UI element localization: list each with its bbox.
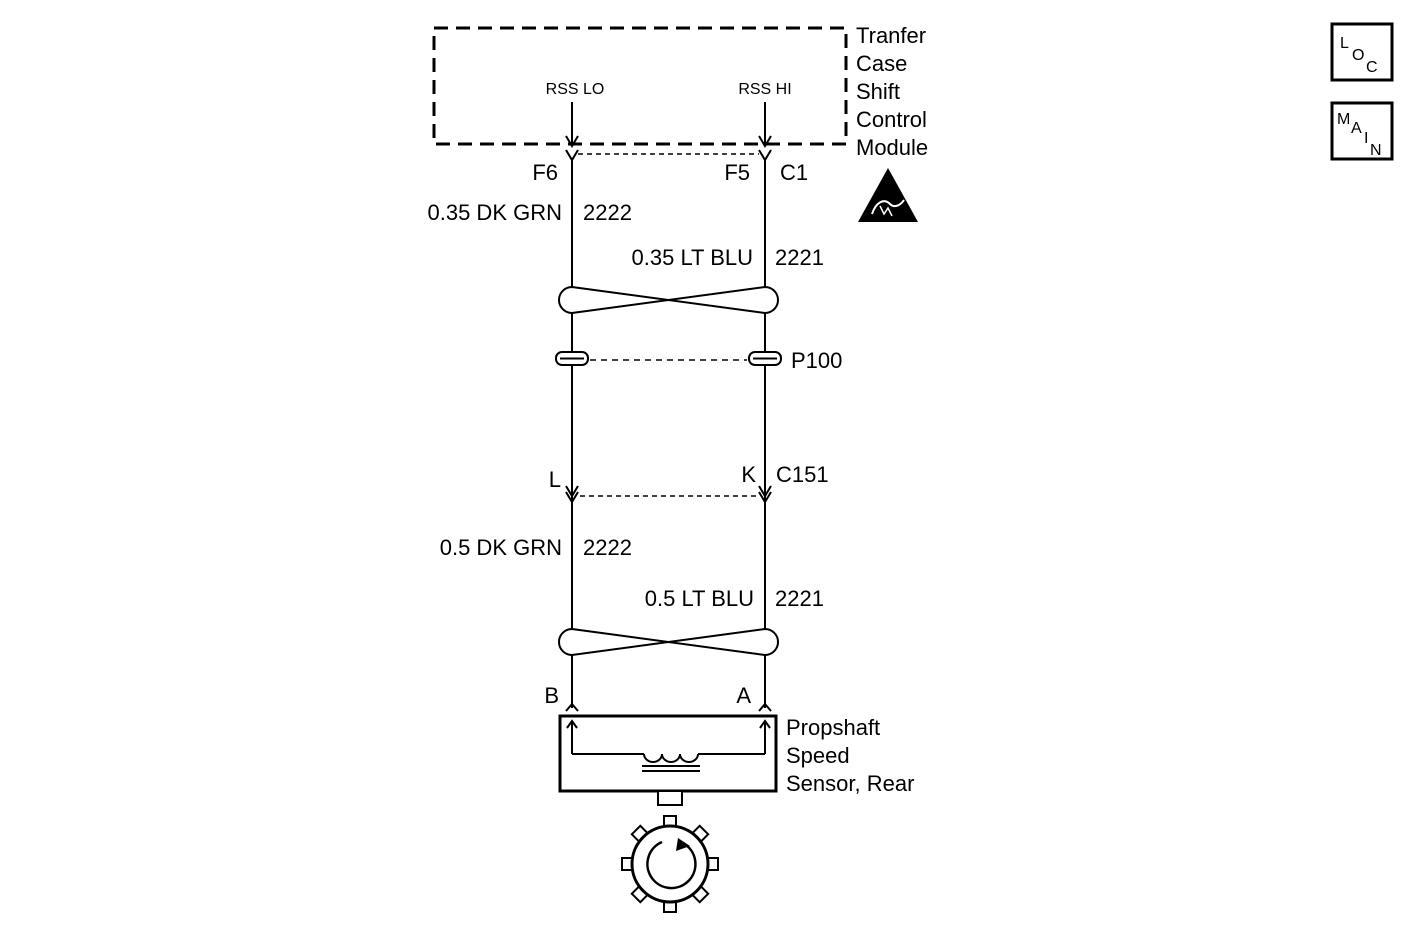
pin-f5-symbol — [758, 149, 772, 162]
loc-letter-l: L — [1340, 35, 1349, 52]
module-name-line-3: Shift — [856, 79, 900, 104]
pin-label-b: B — [544, 683, 559, 708]
terminal-rss-hi: RSS HI — [738, 81, 791, 98]
pin-label-l: L — [549, 467, 561, 492]
sensor-name-line-1: Propshaft — [786, 715, 880, 740]
module-name-line-4: Control — [856, 107, 927, 132]
wire-lower-right-color: 0.5 LT BLU — [645, 586, 754, 611]
sensor-internal-circuit — [566, 719, 771, 755]
module-name-line-2: Case — [856, 51, 907, 76]
connector-name-c1: C1 — [780, 160, 808, 185]
electrostatic-discharge-icon — [858, 168, 918, 222]
pin-l-socket — [565, 491, 579, 504]
loc-letter-o: O — [1352, 47, 1364, 64]
transfer-case-shift-control-module: Tranfer Case Shift Control Module RSS LO… — [432, 23, 928, 222]
sensor-name-line-2: Speed — [786, 743, 850, 768]
grommet-right-icon — [748, 351, 782, 366]
pass-through-name: P100 — [791, 348, 842, 373]
sensor-name-line-3: Sensor, Rear — [786, 771, 914, 796]
pin-label-f5: F5 — [724, 160, 750, 185]
main-button[interactable]: M A I N — [1330, 101, 1394, 161]
wire-upper-right-color: 0.35 LT BLU — [632, 245, 753, 270]
pin-a-symbol — [758, 702, 772, 712]
main-letter-n: N — [1370, 142, 1382, 159]
loc-button[interactable]: L O C — [1330, 22, 1394, 82]
module-name-line-1: Tranfer — [856, 23, 926, 48]
main-letter-i: I — [1364, 130, 1368, 147]
connector-c1: F6 F5 C1 — [532, 149, 808, 185]
main-letter-m: M — [1337, 111, 1350, 128]
propshaft-speed-sensor-rear: B A Propshaft Speed Sensor, Rear — [544, 683, 914, 913]
pin-k-socket — [758, 491, 772, 504]
module-outline — [432, 26, 848, 146]
wire-lower-right-circuit: 2221 — [775, 586, 824, 611]
twisted-pair-lower-icon — [558, 627, 779, 657]
terminal-hi-arrow — [758, 102, 772, 148]
connector-c151: L K C151 — [549, 462, 829, 504]
terminal-rss-lo: RSS LO — [546, 81, 605, 98]
connector-name-c151: C151 — [776, 462, 829, 487]
pin-k-arrow — [758, 485, 772, 498]
wire-upper-left-circuit: 2222 — [583, 200, 632, 225]
twisted-pair-icon — [558, 285, 779, 315]
pin-label-k: K — [741, 462, 756, 487]
pin-label-f6: F6 — [532, 160, 558, 185]
grommet-left-icon — [555, 351, 589, 366]
pin-label-a: A — [736, 683, 751, 708]
wire-upper-right-circuit: 2221 — [775, 245, 824, 270]
pass-through-p100: P100 — [555, 348, 842, 373]
pin-f6-symbol — [565, 149, 579, 162]
pin-b-symbol — [565, 702, 579, 712]
terminal-lo-arrow — [565, 102, 579, 148]
wire-lower-left-color: 0.5 DK GRN — [440, 535, 562, 560]
wire-lower-left-circuit: 2222 — [583, 535, 632, 560]
pin-l-arrow — [565, 485, 579, 498]
loc-letter-c: C — [1366, 59, 1378, 76]
sensor-tip — [657, 790, 683, 806]
inductive-coil-icon — [642, 753, 700, 772]
wire-upper-left-color: 0.35 DK GRN — [428, 200, 563, 225]
module-name-line-5: Module — [856, 135, 928, 160]
reluctor-wheel-icon — [621, 815, 719, 913]
main-letter-a: A — [1351, 120, 1362, 137]
